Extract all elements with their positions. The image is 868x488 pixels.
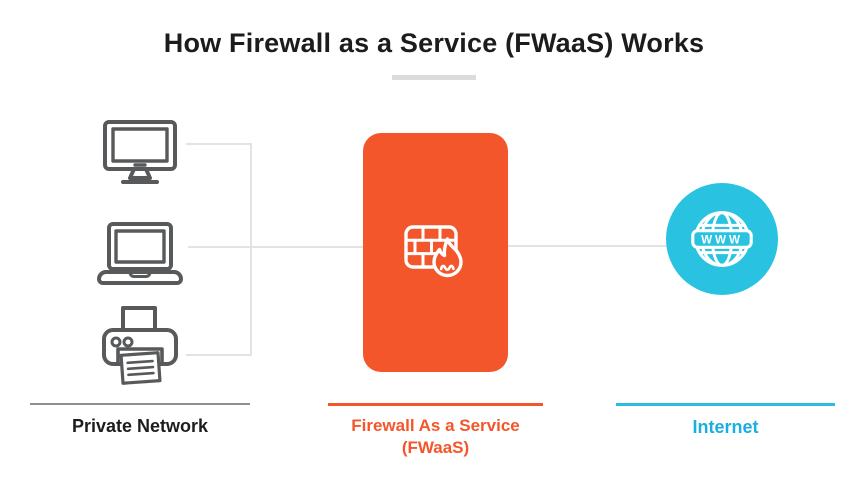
printer-icon [102, 306, 178, 385]
internet-label: Internet [692, 417, 759, 437]
firewall-flame-icon [403, 224, 463, 277]
internet-circle: WWW [666, 183, 778, 295]
fwaas-label-line1: Firewall As a Service [351, 416, 520, 435]
connector-vertical-line [250, 143, 252, 356]
globe-www-icon: WWW [691, 211, 753, 267]
fwaas-box [363, 133, 508, 372]
desktop-computer-icon [103, 120, 177, 184]
connector-printer-line [186, 354, 252, 356]
connector-monitor-line [186, 143, 252, 145]
private-network-label: Private Network [71, 416, 209, 436]
private-network-label-group: Private Network [30, 403, 250, 437]
page-title: How Firewall as a Service (FWaaS) Works [163, 28, 705, 58]
connector-laptop-to-fwaas-line [188, 246, 363, 248]
fwaas-label-group: Firewall As a Service (FWaaS) [328, 403, 543, 459]
title-divider [392, 75, 476, 80]
private-network-rule [30, 403, 250, 405]
internet-rule [616, 403, 835, 406]
laptop-icon [97, 222, 183, 285]
fwaas-label-line2: (FWaaS) [401, 438, 470, 457]
fwaas-rule [328, 403, 543, 406]
svg-text:WWW: WWW [701, 233, 743, 246]
internet-label-group: Internet [616, 403, 835, 438]
connector-fwaas-to-internet-line [508, 245, 668, 247]
